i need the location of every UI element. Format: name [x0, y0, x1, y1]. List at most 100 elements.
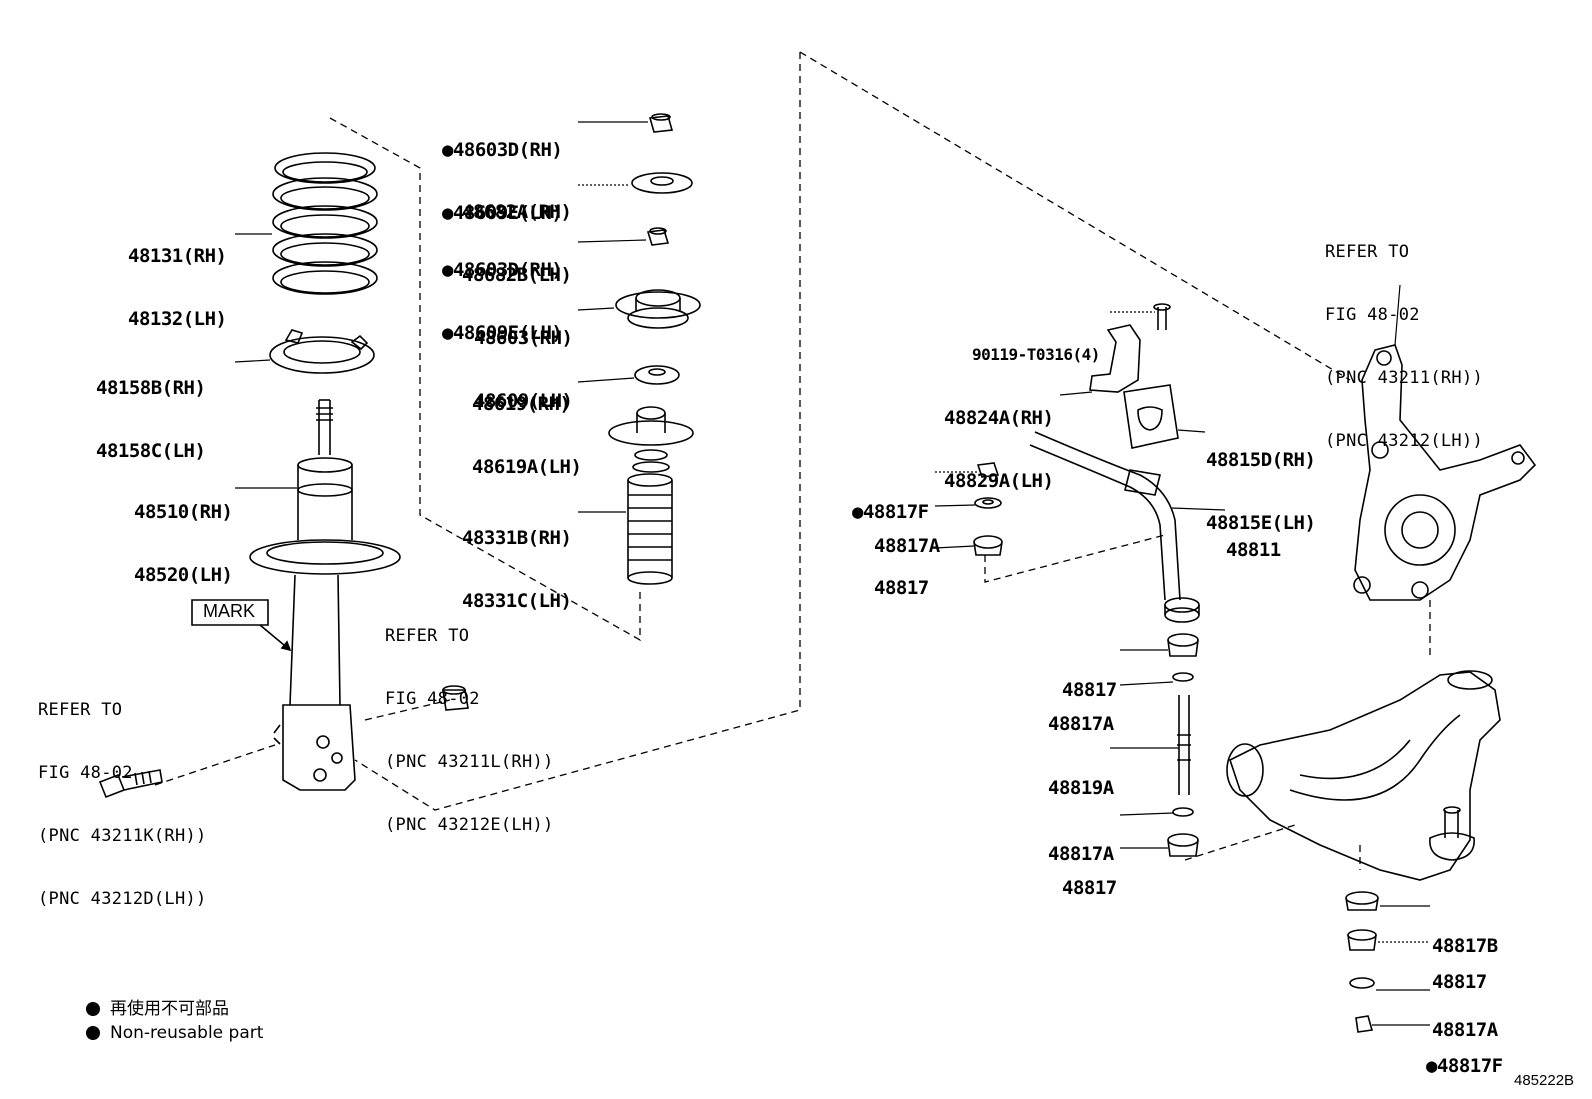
bullet-icon: [86, 1002, 100, 1016]
reference-line: REFER TO: [385, 626, 470, 646]
part-label-48331: 48331B(RH) 48331C(LH): [462, 486, 572, 633]
part-label-48817a-top: 48817A: [874, 494, 940, 578]
part-label-48603: 48603(RH) 48609(LH): [474, 286, 573, 433]
reference-line: (PNC 43212E(LH)): [385, 815, 554, 835]
legend-row-english: Non-reusable part: [86, 1021, 263, 1045]
label-line: 48817A: [874, 535, 940, 557]
legend-text-english: Non-reusable part: [110, 1023, 264, 1043]
bushing-set-bottom: [1345, 891, 1379, 1033]
reference-note-knuckle: REFER TO FIG 48-02 (PNC 43211(RH)) (PNC …: [1325, 200, 1483, 473]
part-label-48817b: 48817B: [1432, 894, 1498, 978]
label-line: 48817: [1432, 971, 1487, 993]
label-line: 48824A(RH): [944, 407, 1054, 429]
label-line: 48815E(LH): [1206, 512, 1316, 534]
shock-absorber-icon: [249, 399, 401, 791]
lower-control-arm-icon: [1226, 670, 1501, 881]
assembly-dashed-lines: [154, 51, 1431, 870]
part-label-48824: 48824A(RH) 48829A(LH): [944, 366, 1054, 513]
label-line: 48520(LH): [134, 564, 233, 586]
label-line: 48682A(RH): [462, 201, 572, 223]
reference-line: (PNC 43211(RH)): [1325, 368, 1484, 388]
leader-lines: [234, 121, 1430, 1026]
label-line: 48331C(LH): [462, 590, 572, 612]
label-line: 48682B(LH): [462, 264, 572, 286]
coil-spring-icon: [272, 152, 378, 295]
figure-number: 485222B: [1514, 1072, 1575, 1089]
part-label-48510: 48510(RH) 48520(LH): [134, 460, 233, 607]
stabilizer-link-stack: [1167, 633, 1199, 857]
bullet-icon: [86, 1026, 100, 1040]
label-line: 48619A(LH): [472, 456, 582, 478]
label-line: 48609(LH): [474, 390, 573, 412]
label-line: 48817: [1062, 679, 1117, 701]
reference-line: (PNC 43211L(RH)): [385, 752, 554, 772]
steering-knuckle-icon: [1353, 344, 1537, 601]
label-line: 48158C(LH): [96, 440, 206, 462]
reference-note-nut: REFER TO FIG 48-02 (PNC 43211L(RH)) (PNC…: [385, 584, 554, 857]
label-line: 48817A: [1432, 1019, 1498, 1041]
legend-text-japanese: 再使用不可部品: [110, 999, 229, 1019]
part-label-90119: 90119-T0316(4): [972, 302, 1100, 386]
part-label-48682: 48682A(RH) 48682B(LH): [462, 160, 572, 307]
label-line: 48603(RH): [474, 327, 573, 349]
part-label-48603d: ●48603D(RH) ●48609E(LH): [442, 98, 563, 245]
label-line: 48131(RH): [128, 245, 227, 267]
label-line: ●48603D(RH): [442, 139, 563, 161]
label-line: 48331B(RH): [462, 527, 572, 549]
spring-insulator-icon: [269, 329, 375, 374]
label-line: 48817B: [1432, 935, 1498, 957]
part-label-48817a-mid1: 48817A: [1048, 672, 1114, 756]
part-label-48819a: 48819A: [1048, 736, 1114, 820]
label-line: 48817A: [1048, 713, 1114, 735]
label-line: 48829A(LH): [944, 470, 1054, 492]
reference-note-bolt: REFER TO FIG 48-02 (PNC 43211K(RH)) (PNC…: [38, 658, 207, 931]
reference-line: FIG 48-02: [1325, 305, 1420, 325]
label-line: 48510(RH): [134, 501, 233, 523]
part-label-48603d-second: ●48603D(RH) ●48609E(LH): [442, 218, 563, 365]
flange-bolt-icon: [98, 769, 163, 799]
mark-callout: [191, 599, 292, 652]
label-line: 48158B(RH): [96, 377, 206, 399]
upper-support-parts: [608, 113, 701, 585]
part-label-48817a-right: 48817A: [1432, 978, 1498, 1062]
part-label-48817f-right: ●48817F: [1426, 1014, 1503, 1098]
part-label-48817f-top: ●48817F: [852, 460, 929, 544]
part-label-48817a-mid2: 48817A: [1048, 802, 1114, 886]
stabilizer-bar-icon: [1029, 431, 1200, 623]
part-label-48811: 48811: [1226, 498, 1281, 582]
bushing-set-top: [973, 462, 1003, 556]
label-line: 48811: [1226, 539, 1281, 561]
part-label-48158: 48158B(RH) 48158C(LH): [96, 336, 206, 483]
legend: 再使用不可部品 Non-reusable part: [86, 997, 263, 1045]
label-line: ●48817F: [1426, 1055, 1503, 1077]
reference-line: FIG 48-02: [385, 689, 480, 709]
label-line: 48819A: [1048, 777, 1114, 799]
part-label-48817-mid2: 48817: [1062, 836, 1117, 920]
label-line: 90119-T0316(4): [972, 345, 1100, 364]
reference-line: REFER TO: [1325, 242, 1410, 262]
part-label-48817-top: 48817: [874, 536, 929, 620]
label-line: 48132(LH): [128, 308, 227, 330]
reference-line: (PNC 43212D(LH)): [38, 889, 207, 909]
part-label-48131: 48131(RH) 48132(LH): [128, 204, 227, 351]
reference-line: (PNC 43211K(RH)): [38, 826, 207, 846]
label-line: ●48609E(LH): [442, 202, 563, 224]
label-line: ●48603D(RH): [442, 259, 563, 281]
legend-row-japanese: 再使用不可部品: [86, 997, 263, 1021]
part-label-48815: 48815D(RH) 48815E(LH): [1206, 408, 1316, 555]
part-label-48817-mid1: 48817: [1062, 638, 1117, 722]
label-line: 48817: [874, 577, 929, 599]
label-line: 48817: [1062, 877, 1117, 899]
reference-line: (PNC 43212(LH)): [1325, 431, 1484, 451]
reference-line: REFER TO: [38, 700, 123, 720]
label-line: ●48817F: [852, 501, 929, 523]
flange-nut-icon: [442, 685, 469, 711]
label-line: 48817A: [1048, 843, 1114, 865]
label-line: 48815D(RH): [1206, 449, 1316, 471]
mark-label: MARK: [203, 601, 256, 621]
label-line: 48619(RH): [472, 393, 571, 415]
reference-line: FIG 48-02: [38, 763, 133, 783]
label-line: ●48609E(LH): [442, 322, 563, 344]
stabilizer-bracket-icon: [1089, 303, 1179, 449]
